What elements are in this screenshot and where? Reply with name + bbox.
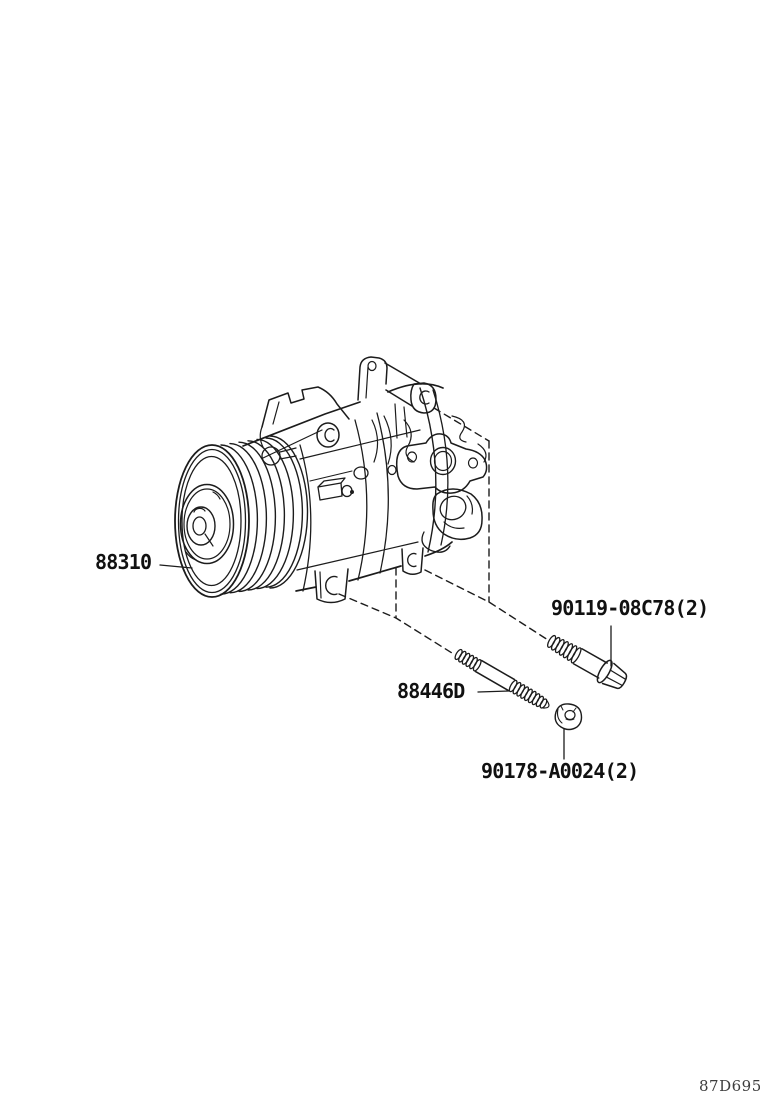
rear-yoke-bracket — [357, 356, 437, 439]
nut-drawing — [554, 703, 583, 731]
leader-88310 — [159, 564, 193, 569]
body-detail-curves — [371, 415, 487, 476]
dashed-projection-lines — [338, 407, 549, 654]
port-fitting — [421, 488, 483, 553]
body-boss — [261, 446, 297, 466]
leader-88446d — [477, 690, 510, 693]
pulley-front-face — [174, 444, 250, 598]
figure-code: 87D695 — [699, 1077, 760, 1095]
top-mount-bracket — [259, 386, 350, 459]
part-label-nut: 90178-A0024(2) — [481, 759, 639, 783]
stud-drawing — [454, 648, 550, 709]
leader-lines — [159, 564, 612, 760]
compressor-body — [242, 383, 453, 592]
bottom-mount-lugs — [314, 547, 424, 604]
part-label-stud: 88446D — [397, 679, 465, 703]
bolt-drawing — [547, 634, 628, 690]
part-label-mount-bolt: 90119-08C78(2) — [551, 596, 709, 620]
compressor-drawing — [174, 356, 488, 604]
rear-mount-plate — [395, 433, 488, 494]
body-terminal-boss — [317, 466, 369, 501]
part-label-compressor: 88310 — [95, 550, 152, 574]
